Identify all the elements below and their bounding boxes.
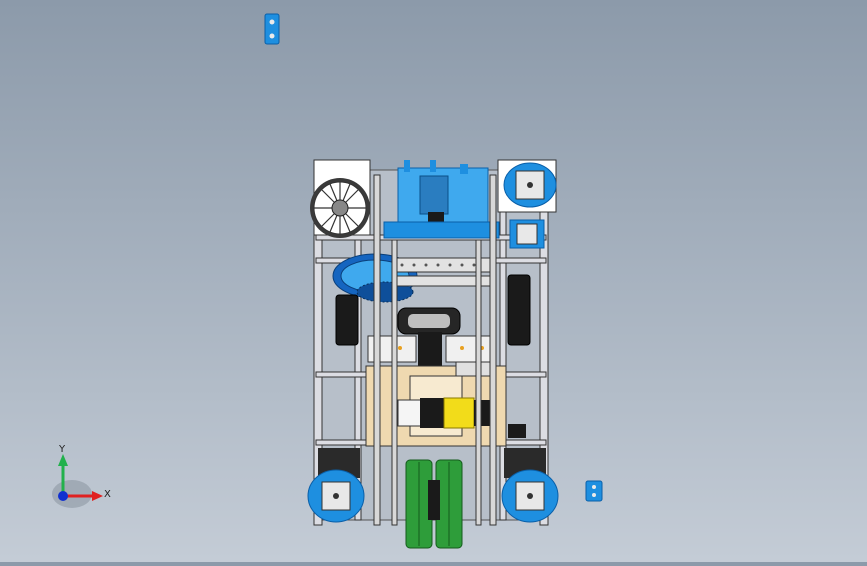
floating-bracket-top[interactable] — [264, 13, 280, 45]
vertical-posts — [373, 174, 497, 526]
axis-triad: Y X — [52, 444, 111, 508]
intake-roller-module[interactable] — [310, 159, 371, 238]
axis-x-label: X — [104, 489, 111, 500]
bottom-right-wheel[interactable] — [501, 448, 559, 523]
bottom-left-wheel[interactable] — [307, 448, 365, 523]
green-drive-wheels[interactable] — [405, 459, 463, 549]
top-blue-compartment[interactable] — [383, 160, 500, 239]
center-handle[interactable] — [397, 307, 461, 335]
top-right-wheel-module[interactable] — [497, 159, 557, 249]
right-drive-motor[interactable] — [507, 274, 531, 346]
robot-assembly[interactable] — [307, 159, 559, 549]
axis-y-label: Y — [58, 444, 66, 455]
left-drive-motor[interactable] — [335, 294, 359, 346]
floating-bracket-right[interactable] — [585, 480, 603, 502]
